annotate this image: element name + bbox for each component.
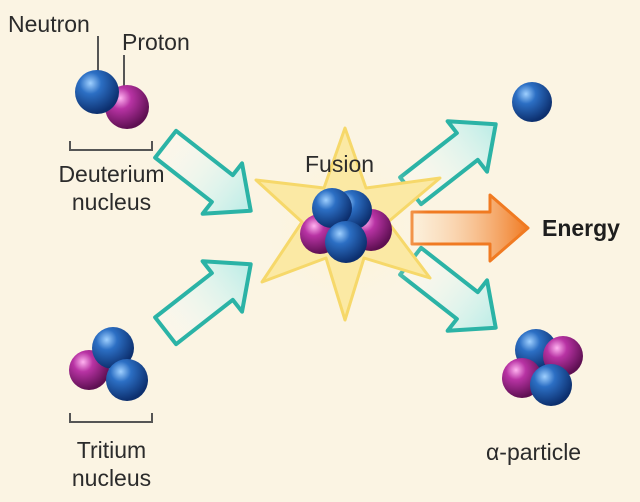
neutron-sphere-icon: [530, 364, 572, 406]
fused-nucleus: [300, 188, 392, 263]
arrow-deuterium-in: [153, 128, 253, 216]
deuterium-label: Deuterium nucleus: [44, 160, 179, 216]
alpha-particle: [502, 329, 583, 406]
arrow-tritium-in: [153, 259, 253, 347]
neutron-sphere-icon: [325, 221, 367, 263]
deuterium-nucleus: [75, 70, 149, 129]
tritium-label-line1: Tritium: [76, 437, 147, 463]
energy-label: Energy: [542, 215, 620, 241]
tritium-nucleus: [69, 327, 148, 401]
neutron-sphere-icon: [106, 359, 148, 401]
alpha-particle-label: α-particle: [486, 439, 582, 465]
deuterium-label-line2: nucleus: [71, 189, 152, 215]
free-neutron: [512, 82, 552, 122]
neutron-sphere-icon: [312, 188, 352, 228]
neutron-sphere-icon: [92, 327, 134, 369]
tritium-label-line2: nucleus: [71, 465, 152, 491]
neutron-label: Neutron: [8, 11, 90, 37]
deuterium-label-line1: Deuterium: [58, 161, 165, 187]
tritium-bracket: [69, 413, 153, 423]
fusion-label: Fusion: [305, 151, 375, 177]
deuterium-bracket: [69, 141, 153, 151]
tritium-label: Tritium nucleus: [44, 436, 179, 492]
proton-label: Proton: [122, 29, 190, 55]
neutron-sphere-icon: [75, 70, 119, 114]
